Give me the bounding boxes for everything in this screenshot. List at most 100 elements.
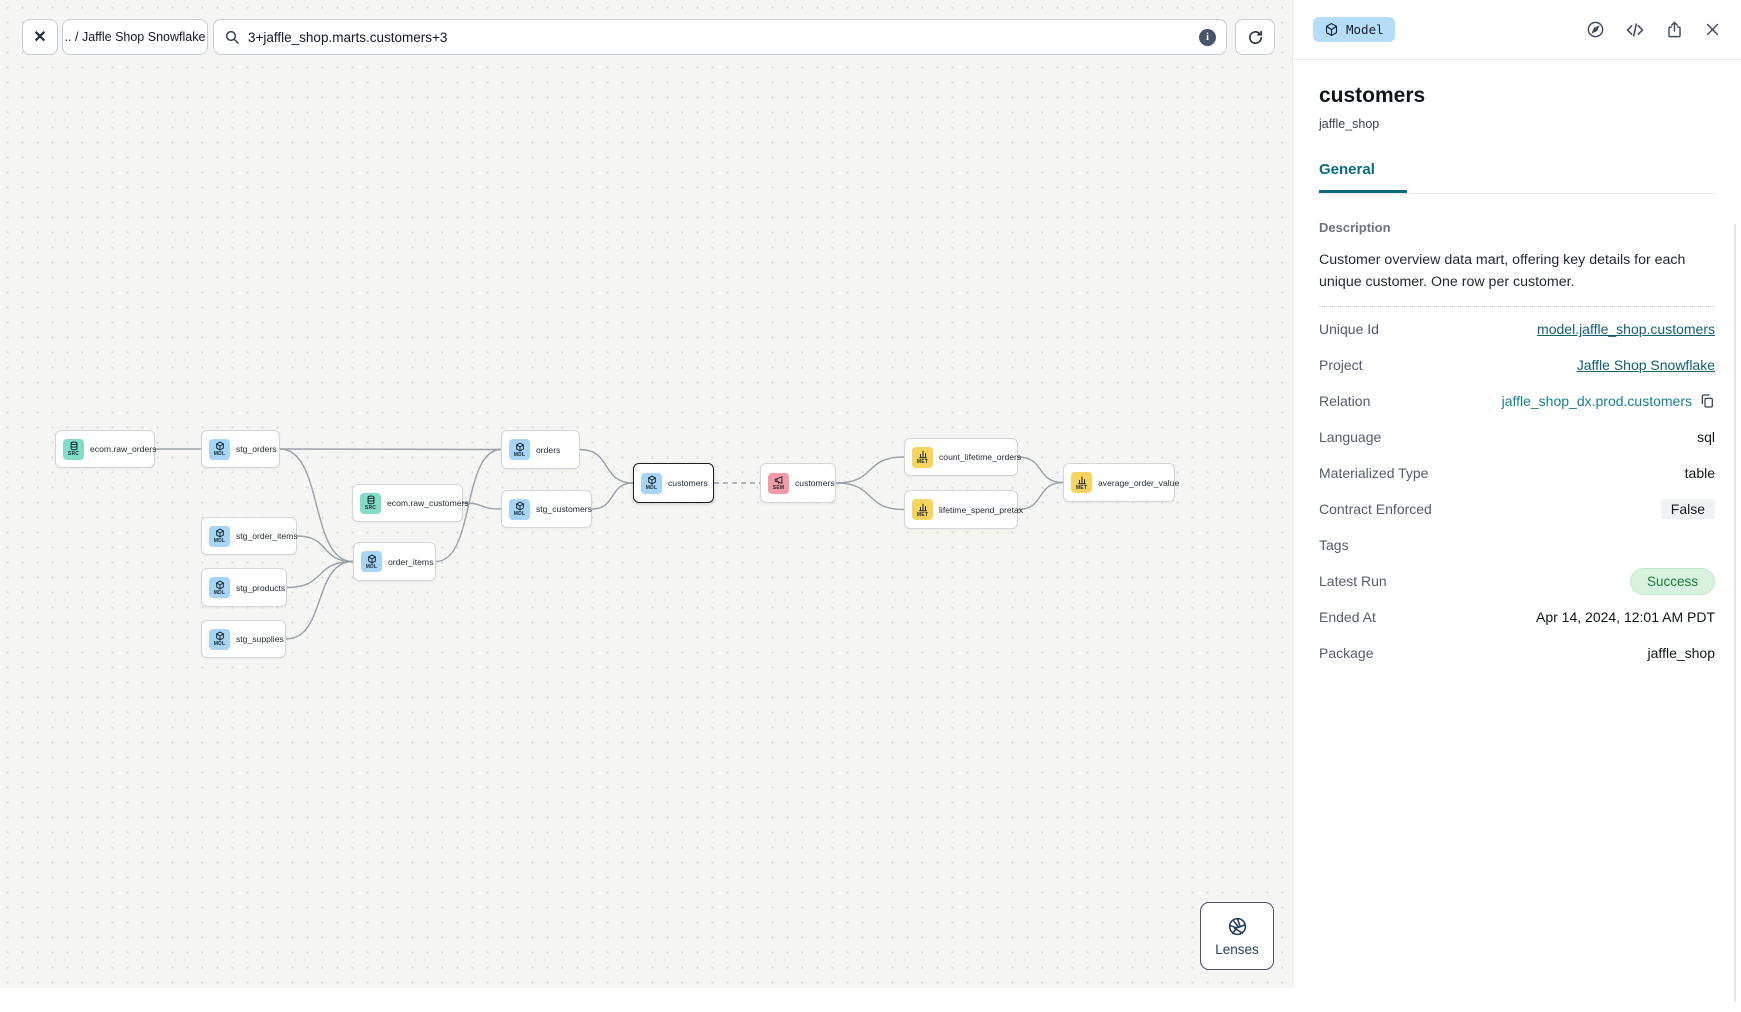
node-label: ecom.raw_orders: [90, 444, 157, 454]
node-label: count_lifetime_orders: [939, 452, 1022, 462]
model-icon: MDL: [209, 577, 230, 598]
node-stg_products[interactable]: MDL stg_products: [201, 568, 287, 607]
refresh-button[interactable]: [1235, 19, 1275, 55]
node-label: customers: [668, 478, 708, 488]
metric-icon: MET: [912, 446, 933, 468]
property-label: Relation: [1319, 393, 1371, 409]
status-badge: Success: [1629, 567, 1715, 595]
property-label: Ended At: [1319, 609, 1376, 625]
node-label: stg_order_items: [236, 531, 298, 541]
edge-orders-customers: [579, 448, 634, 484]
node-label: lifetime_spend_pretax: [939, 504, 1024, 515]
edge-order_items-orders: [435, 448, 502, 563]
semantic-icon: SEM: [768, 472, 789, 494]
node-label: average_order_value: [1098, 477, 1180, 488]
panel-actions: [1586, 20, 1721, 40]
lenses-button[interactable]: Lenses: [1200, 902, 1274, 970]
explore-icon[interactable]: [1586, 20, 1605, 39]
page-title: customers: [1319, 84, 1426, 107]
close-icon: ✕: [33, 29, 47, 46]
edge-stg_products-order_items: [286, 560, 354, 589]
property-row-tags: Tags: [1319, 527, 1715, 563]
project-link[interactable]: Jaffle Shop Snowflake: [1576, 357, 1715, 373]
node-order_items[interactable]: MDL order_items: [353, 542, 436, 581]
node-stg_supplies[interactable]: MDL stg_supplies: [201, 620, 286, 658]
node-lifetime_spend_pretax[interactable]: MET lifetime_spend_pretax: [904, 490, 1023, 529]
unique-id-link[interactable]: model.jaffle_shop.customers: [1537, 321, 1715, 337]
search-icon: [224, 29, 240, 45]
edge-count_lifetime_orders-average_order_value: [1017, 456, 1064, 484]
panel-body: customers jaffle_shop General Descriptio…: [1293, 84, 1741, 1012]
node-label: stg_customers: [536, 504, 592, 514]
materialized-type-value: table: [1684, 465, 1715, 481]
property-label: Materialized Type: [1319, 465, 1429, 481]
model-icon: MDL: [209, 525, 230, 547]
node-label: stg_supplies: [236, 634, 284, 644]
property-label: Latest Run: [1319, 573, 1387, 589]
model-icon: MDL: [361, 551, 382, 572]
edge-customers_sem-lifetime_spend_pretax: [835, 482, 905, 511]
edge-stg_orders-orders: [279, 448, 502, 451]
node-label: ecom.raw_customers: [387, 498, 469, 508]
search-input[interactable]: [248, 29, 1191, 45]
copy-icon[interactable]: [1699, 393, 1715, 409]
details-panel: Model customers jaffle_shop General Desc…: [1292, 0, 1741, 1002]
tab-general[interactable]: General: [1319, 161, 1407, 193]
code-icon[interactable]: [1625, 20, 1645, 40]
close-lineage-button[interactable]: ✕: [22, 19, 58, 55]
node-stg_order_items[interactable]: MDL stg_order_items: [201, 517, 298, 555]
property-label: Language: [1319, 429, 1382, 445]
lenses-label: Lenses: [1215, 941, 1259, 957]
property-row-materialized-type: Materialized Type table: [1319, 455, 1715, 491]
ended-at-value: Apr 14, 2024, 12:01 AM PDT: [1536, 609, 1715, 625]
edge-stg_supplies-order_items: [285, 560, 354, 640]
info-icon[interactable]: i: [1199, 28, 1216, 46]
property-row-language: Language sql: [1319, 419, 1715, 455]
description-label: Description: [1319, 220, 1391, 235]
refresh-icon: [1247, 29, 1264, 46]
node-label: stg_products: [236, 582, 286, 593]
close-panel-icon[interactable]: [1704, 21, 1721, 38]
property-label: Tags: [1319, 537, 1349, 553]
property-row-package: Package jaffle_shop: [1319, 635, 1715, 671]
panel-scrollbar[interactable]: [1734, 224, 1736, 1002]
edge-stg_order_items-order_items: [296, 535, 354, 563]
resource-type-label: Model: [1346, 22, 1384, 37]
model-icon: MDL: [209, 438, 230, 460]
node-label: order_items: [388, 556, 434, 567]
search-bar[interactable]: i: [213, 19, 1227, 55]
model-icon: MDL: [209, 628, 230, 650]
node-stg_orders[interactable]: MDL stg_orders: [201, 430, 280, 468]
cube-icon: [1324, 22, 1339, 37]
package-value: jaffle_shop: [1647, 645, 1715, 661]
metric-icon: MET: [1071, 472, 1092, 493]
node-average_order_value[interactable]: MET average_order_value: [1063, 463, 1179, 502]
panel-header: Model: [1293, 0, 1741, 60]
metric-icon: MET: [912, 499, 933, 520]
property-label: Contract Enforced: [1319, 501, 1432, 517]
property-label: Package: [1319, 645, 1374, 661]
relation-value: jaffle_shop_dx.prod.customers: [1501, 393, 1692, 409]
edge-customers_sem-count_lifetime_orders: [835, 456, 905, 484]
breadcrumb[interactable]: .. / Jaffle Shop Snowflake: [62, 19, 208, 55]
node-label: stg_orders: [236, 444, 277, 454]
property-row-ended-at: Ended At Apr 14, 2024, 12:01 AM PDT: [1319, 599, 1715, 635]
description-text: Customer overview data mart, offering ke…: [1319, 252, 1686, 290]
language-value: sql: [1697, 429, 1715, 445]
share-icon[interactable]: [1665, 20, 1684, 39]
model-icon: MDL: [509, 439, 530, 460]
edge-stg_orders-order_items: [279, 448, 354, 563]
edge-lifetime_spend_pretax-average_order_value: [1017, 481, 1064, 511]
node-count_lifetime_orders[interactable]: MET count_lifetime_orders: [904, 438, 1022, 476]
